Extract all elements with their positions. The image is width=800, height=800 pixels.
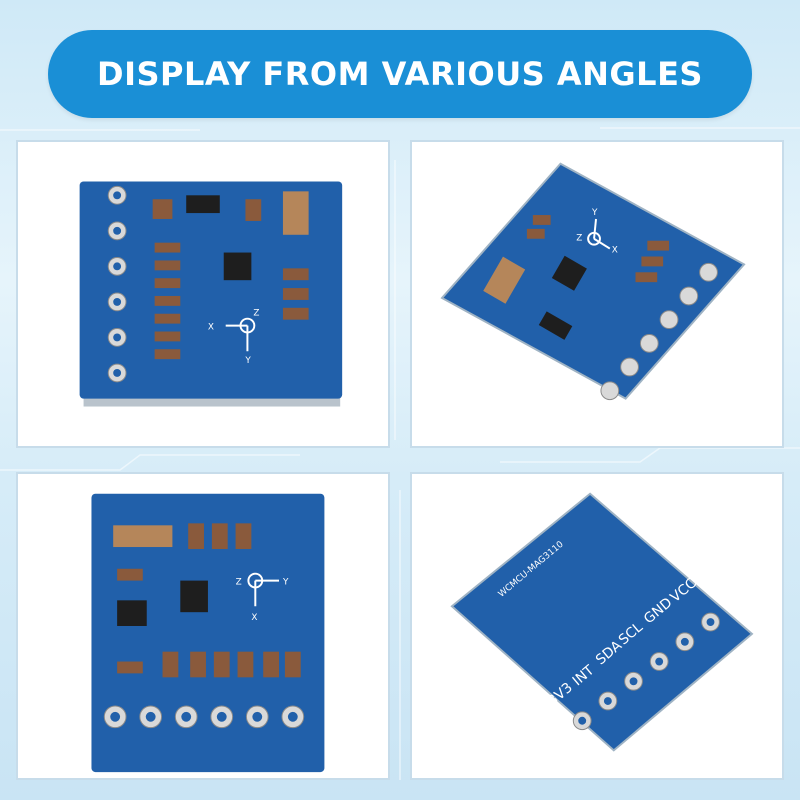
board-front-view-panel: Z Y X: [16, 472, 390, 780]
svg-text:Z: Z: [576, 234, 582, 244]
board-back-view-panel: WCMCU-MAG3110 VCC GND SCL SDA INT 3V3: [410, 472, 784, 780]
svg-text:Y: Y: [591, 208, 598, 218]
svg-text:Z: Z: [236, 578, 242, 588]
svg-text:X: X: [612, 246, 618, 256]
board-angled-view-image: Z Y X: [440, 162, 746, 401]
board-top-view-image: X Z Y: [79, 181, 343, 407]
svg-text:Y: Y: [244, 356, 251, 366]
board-front-view-image: Z Y X: [91, 493, 325, 773]
svg-text:X: X: [208, 323, 214, 333]
svg-text:X: X: [251, 613, 257, 623]
board-top-view-panel: X Z Y: [16, 140, 390, 448]
board-back-view-image: WCMCU-MAG3110 VCC GND SCL SDA INT 3V3: [450, 492, 754, 752]
svg-text:Y: Y: [282, 578, 289, 588]
svg-text:Z: Z: [253, 309, 259, 319]
banner-title: DISPLAY FROM VARIOUS ANGLES: [48, 30, 752, 118]
board-angled-view-panel: Z Y X: [410, 140, 784, 448]
